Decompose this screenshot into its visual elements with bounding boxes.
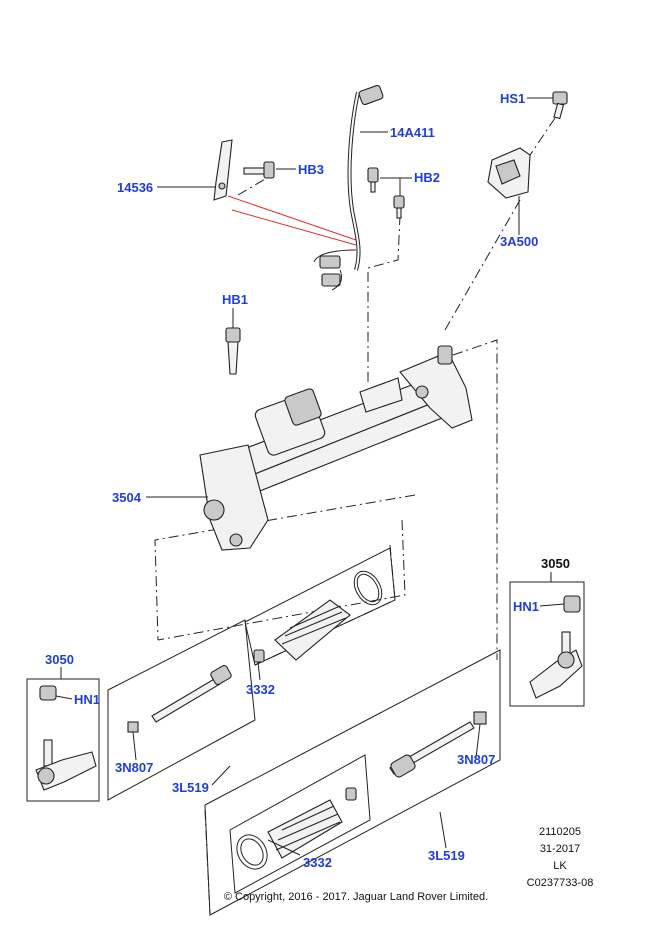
red-leader-lines (227, 195, 357, 246)
callout-3n807-left: 3N807 (115, 760, 153, 775)
reference-line-1: 2110205 (539, 826, 581, 838)
wiring-harness-14a411 (313, 84, 384, 291)
callout-3a500: 3A500 (500, 234, 538, 249)
callout-3050-right: 3050 (541, 556, 570, 571)
reference-line-4: C0237733-08 (527, 877, 594, 889)
tie-rod-assembly-left (107, 619, 256, 801)
bolt-hb3 (243, 161, 275, 179)
tie-rod-end-3050-right (509, 581, 585, 707)
callout-3332-upper: 3332 (246, 682, 275, 697)
bracket-14536 (213, 139, 233, 201)
bolt-hb1 (225, 327, 241, 375)
callout-hb2: HB2 (414, 170, 440, 185)
callout-hn1-left: HN1 (74, 692, 100, 707)
bolt-hb2-upper (367, 167, 379, 193)
mount-3a500 (487, 147, 531, 199)
copyright-notice: © Copyright, 2016 - 2017. Jaguar Land Ro… (224, 891, 488, 903)
callout-3l519-right: 3L519 (428, 848, 465, 863)
callout-3332-lower: 3332 (303, 855, 332, 870)
leader-lines (55, 97, 565, 856)
callout-3504: 3504 (112, 490, 142, 505)
reference-line-2: 31-2017 (540, 843, 580, 855)
steering-rack-3504 (199, 345, 473, 551)
tie-rod-end-3050-left (26, 678, 100, 802)
tie-rod-assembly-right (204, 649, 501, 916)
bellows-kit-lower-3332 (229, 754, 371, 894)
callout-3050-left: 3050 (45, 652, 74, 667)
callout-3l519-left: 3L519 (172, 780, 209, 795)
callout-hb3: HB3 (298, 162, 324, 177)
callout-hb1: HB1 (222, 292, 248, 307)
callout-labels: HS1 14A411 HB3 HB2 14536 3A500 HB1 3504 … (45, 91, 570, 870)
bellows-kit-upper-3332 (244, 547, 396, 666)
callout-14a411: 14A411 (390, 125, 435, 140)
reference-line-3: LK (553, 860, 567, 872)
callout-hn1-right: HN1 (513, 599, 539, 614)
bolt-hb2-lower (393, 195, 405, 219)
callout-3n807-right: 3N807 (457, 752, 495, 767)
reference-block: 2110205 31-2017 LK C0237733-08 (527, 826, 594, 889)
callout-14536: 14536 (117, 180, 153, 195)
callout-hs1: HS1 (500, 91, 525, 106)
bolt-hs1 (552, 91, 568, 120)
